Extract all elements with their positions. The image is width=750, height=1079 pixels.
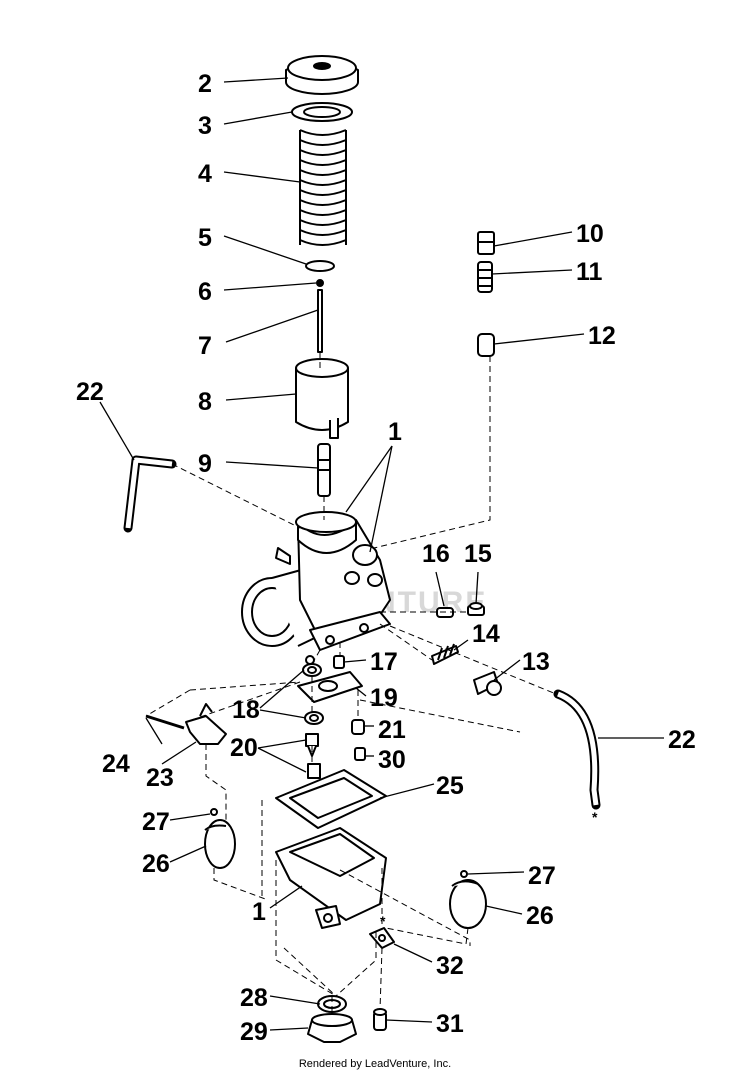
callout-25: 25	[436, 772, 464, 800]
callout-labels: 2 3 4 5 6 7 8 9 10 11 12 1 22 16 15 14 1…	[76, 70, 696, 1046]
callout-21: 21	[378, 716, 406, 744]
part-main-jet	[351, 719, 365, 735]
render-credit: Rendered by LeadVenture, Inc.	[298, 1058, 452, 1070]
callout-1-upper: 1	[388, 418, 402, 446]
part-float-bowl	[275, 827, 387, 929]
part-needle-jet	[317, 443, 331, 497]
part-screw-small	[467, 602, 485, 616]
callout-22-lower: 22	[668, 726, 696, 754]
part-gasket	[275, 769, 387, 829]
part-throttle-slide	[295, 358, 349, 439]
callout-16: 16	[422, 540, 450, 568]
callout-10: 10	[576, 220, 604, 248]
callout-23: 23	[146, 764, 174, 792]
callout-24: 24	[102, 750, 130, 778]
part-float-left	[204, 819, 236, 869]
callout-29: 29	[240, 1018, 268, 1046]
part-clip	[316, 279, 324, 287]
callout-14: 14	[472, 620, 500, 648]
asterisk-markers: * *	[380, 809, 598, 929]
callout-32: 32	[436, 952, 464, 980]
callout-17: 17	[370, 648, 398, 676]
callout-20: 20	[230, 734, 258, 762]
asterisk-hose: *	[592, 809, 598, 825]
callout-18: 18	[232, 696, 260, 724]
part-drain-plug	[307, 1013, 357, 1043]
callout-31: 31	[436, 1010, 464, 1038]
callout-2: 2	[198, 70, 212, 98]
callout-26-left: 26	[142, 850, 170, 878]
callout-12: 12	[588, 322, 616, 350]
part-plunger	[477, 333, 495, 357]
asterisk-plate: *	[380, 913, 386, 929]
part-float-right	[449, 879, 487, 929]
part-jet-17	[333, 655, 345, 669]
callout-19: 19	[370, 684, 398, 712]
part-idle-spring	[431, 643, 459, 665]
callout-22-upper: 22	[76, 378, 104, 406]
callout-26-right: 26	[526, 902, 554, 930]
callout-5: 5	[198, 224, 212, 252]
callout-27-right: 27	[528, 862, 556, 890]
callout-1-lower: 1	[252, 898, 266, 926]
part-fitting	[477, 231, 495, 255]
leader-lines	[99, 77, 664, 1031]
part-float-valve	[305, 733, 321, 779]
callout-30: 30	[378, 746, 406, 774]
callout-27-left: 27	[142, 808, 170, 836]
part-jet-30	[354, 747, 366, 761]
part-needle	[317, 289, 323, 353]
callout-13: 13	[522, 648, 550, 676]
callout-3: 3	[198, 112, 212, 140]
callout-28: 28	[240, 984, 268, 1012]
part-float-arm	[185, 703, 227, 745]
callout-11: 11	[576, 258, 603, 286]
part-bracket	[297, 671, 363, 703]
part-small-spring	[477, 261, 493, 293]
part-carburetor-body	[241, 511, 391, 665]
callout-8: 8	[198, 388, 212, 416]
part-drain-plate	[369, 927, 395, 949]
callout-7: 7	[198, 332, 212, 360]
part-retainer	[305, 260, 335, 272]
callout-9: 9	[198, 450, 212, 478]
callout-15: 15	[464, 540, 492, 568]
callout-4: 4	[198, 160, 212, 188]
part-idle-screw	[473, 671, 502, 696]
part-float-pin	[145, 714, 185, 730]
part-float-pin-left	[210, 808, 218, 816]
part-float-pin-right	[460, 870, 468, 878]
part-bowl-screw	[373, 1008, 387, 1031]
part-spring	[299, 129, 347, 246]
part-washer	[291, 102, 353, 122]
assembly-guide-lines	[145, 352, 557, 1016]
callout-6: 6	[198, 278, 212, 306]
part-cap	[285, 55, 359, 95]
